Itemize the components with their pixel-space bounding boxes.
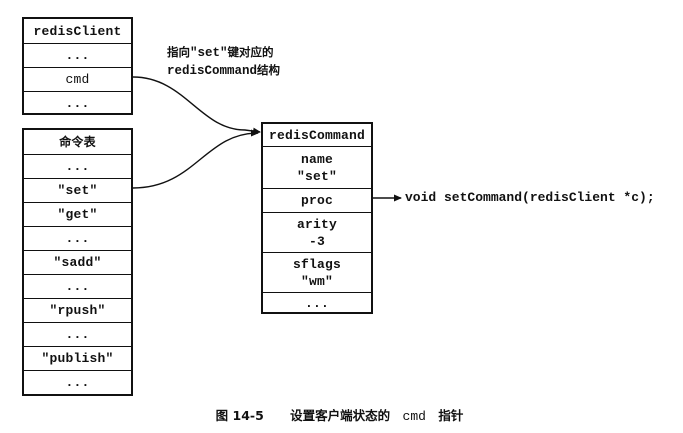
annotation-code: "set"	[190, 46, 228, 60]
redis-command-title: redisCommand	[268, 127, 365, 143]
pointer-annotation: 指向"set"键对应的 redisCommand结构	[167, 44, 280, 80]
field-value: "wm"	[300, 273, 333, 289]
redis-client-row: ...	[24, 43, 131, 67]
annotation-code: redisCommand	[167, 64, 258, 78]
caption-text-post: 指针	[438, 408, 464, 423]
caption-text: 设置客户端状态的 cmd 指针	[286, 408, 467, 424]
redis-client-title: redisClient	[33, 23, 122, 39]
annotation-line-1: 指向"set"键对应的	[167, 44, 280, 62]
command-table: 命令表 ... "set" "get" ... "sadd" ... "rpus…	[22, 128, 133, 396]
redis-command-ellipsis-field: ...	[263, 292, 371, 314]
field-label: sflags	[292, 256, 341, 272]
command-table-row: ...	[24, 226, 131, 250]
field-value: "set"	[296, 168, 337, 184]
caption-text-pre: 设置客户端状态的	[290, 408, 391, 423]
caption-code: cmd	[402, 409, 426, 424]
redis-command-sflags-field: sflags "wm"	[263, 252, 371, 292]
command-table-row-get: "get"	[24, 202, 131, 226]
command-table-row-sadd: "sadd"	[24, 250, 131, 274]
annotation-text: 键对应的	[227, 45, 274, 59]
field-label: ...	[304, 296, 329, 311]
proc-target-function: void setCommand(redisClient *c);	[405, 190, 655, 205]
command-table-title: 命令表	[59, 134, 96, 149]
figure-caption: 图 14-5 设置客户端状态的 cmd 指针	[0, 405, 683, 424]
field-label: arity	[296, 216, 337, 232]
annotation-line-2: redisCommand结构	[167, 62, 280, 80]
command-table-row: ...	[24, 322, 131, 346]
command-table-row-set: "set"	[24, 178, 131, 202]
redis-client-row: ...	[24, 91, 131, 115]
field-label: proc	[300, 193, 333, 208]
redis-command-arity-field: arity -3	[263, 212, 371, 252]
redis-client-cmd-field: cmd	[24, 67, 131, 91]
figure-number: 图 14-5	[215, 408, 264, 423]
command-table-row-publish: "publish"	[24, 346, 131, 370]
field-value: -3	[308, 233, 325, 249]
annotation-text: 指向	[167, 45, 190, 59]
redis-command-proc-field: proc	[263, 188, 371, 212]
annotation-text: 结构	[257, 63, 281, 77]
redis-client-struct: redisClient ... cmd ...	[22, 17, 133, 115]
command-table-row: ...	[24, 274, 131, 298]
command-table-row-rpush: "rpush"	[24, 298, 131, 322]
command-table-row: ...	[24, 154, 131, 178]
field-label: name	[300, 151, 333, 167]
redis-command-name-field: name "set"	[263, 146, 371, 188]
set-entry-pointer-arrow	[132, 129, 259, 189]
redis-command-struct: redisCommand name "set" proc arity -3 sf…	[261, 122, 373, 314]
command-table-row: ...	[24, 370, 131, 394]
cmd-pointer-arrow	[132, 76, 261, 135]
